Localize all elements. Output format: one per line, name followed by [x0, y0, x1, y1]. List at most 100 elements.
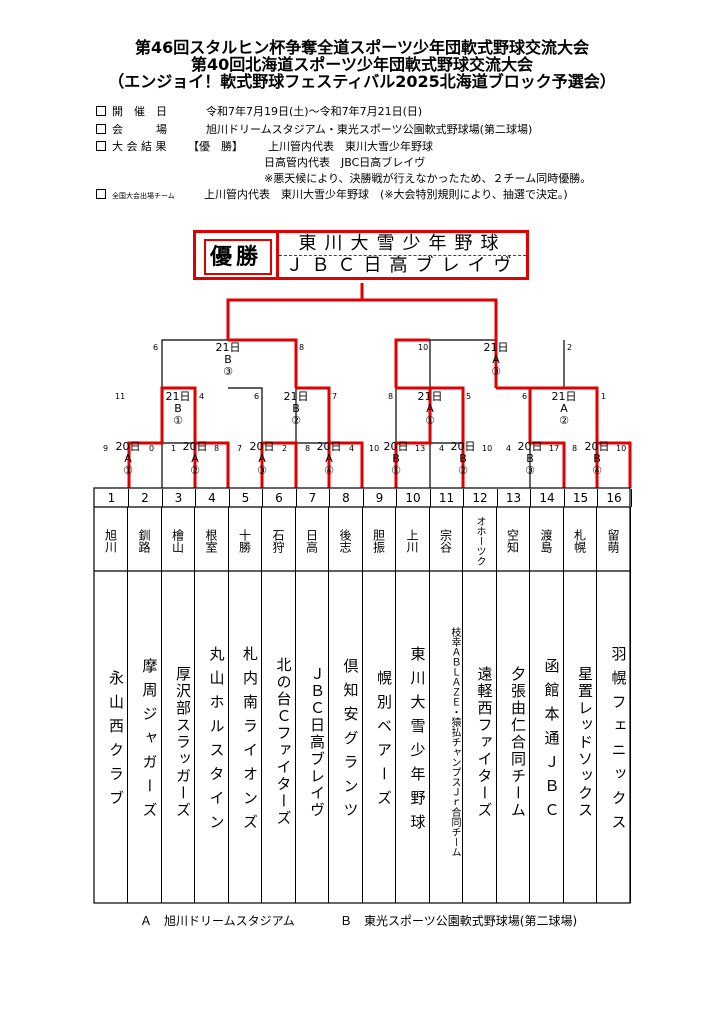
score-sf-right-r: 2 — [567, 343, 573, 352]
champion-box: 優勝 東川大雪少年野球 ＪＢＣ日高ブレイヴ — [193, 230, 529, 280]
champion-label-frame — [204, 239, 272, 275]
team-name: 北の台Ｃファイターズ — [263, 571, 296, 903]
champion-1: 上川管内代表 東川大雪少年野球 — [268, 140, 433, 153]
winner-path-team14 — [496, 386, 566, 488]
match-day: 21日 — [215, 341, 241, 354]
winner-path-team15 — [564, 386, 599, 488]
match-day: 21日 — [417, 390, 443, 403]
dates-value: 令和7年7月19日(土)～令和7年7月21日(日) — [206, 105, 423, 118]
match-field: A — [492, 353, 500, 366]
match-field: B — [292, 402, 300, 415]
match-field: B — [392, 452, 400, 465]
team-number: 1 — [95, 489, 129, 507]
team-region: 旭川 — [95, 507, 128, 571]
match-field: B — [224, 353, 232, 366]
team-number: 14 — [531, 489, 565, 507]
score-qf4-l: 6 — [522, 392, 528, 401]
team-name: 倶知安グランツ — [330, 571, 363, 903]
team-number: 16 — [598, 489, 632, 507]
info-result: 大 会 結 果 【優 勝】 上川管内代表 東川大雪少年野球 — [96, 138, 433, 154]
checkbox-icon — [96, 141, 106, 151]
team-region: 渡島 — [531, 507, 564, 571]
team-region: オホーツク — [464, 507, 497, 571]
team-number: 3 — [162, 489, 196, 507]
match-field: A — [325, 452, 333, 465]
match-game: ③ — [491, 365, 501, 378]
winner-path-final-right — [362, 298, 498, 340]
team-name: 札内南ライオンズ — [229, 571, 262, 903]
champion-separator — [279, 255, 526, 256]
match-game: ② — [559, 414, 569, 427]
match-game: ① — [391, 464, 401, 477]
champion-label: 優勝 — [196, 233, 279, 277]
weather-note: ※悪天候により、決勝戦が行えなかったため、２チーム同時優勝。 — [264, 172, 592, 185]
team-number: 11 — [430, 489, 464, 507]
match-game: ① — [123, 464, 133, 477]
team-number: 13 — [497, 489, 531, 507]
winner-path-sf-left — [228, 338, 298, 388]
team-number: 8 — [330, 489, 364, 507]
score-r1-8-l: 8 — [572, 444, 578, 453]
team-region: 根室 — [196, 507, 229, 571]
team-region: 札幌 — [564, 507, 597, 571]
match-sf-right: 21日 A ③ — [476, 342, 516, 378]
team-region: 留萌 — [598, 507, 631, 571]
info-venue: 会 場旭川ドリームスタジアム・東光スポーツ公園軟式野球場(第二球場) — [96, 121, 532, 137]
team-number: 9 — [363, 489, 397, 507]
score-r1-4-l: 8 — [305, 444, 311, 453]
match-sf-left: 21日 B ③ — [208, 342, 248, 378]
match-game: ③ — [223, 365, 233, 378]
match-field: B — [174, 402, 182, 415]
score-qf3-r: 5 — [466, 392, 472, 401]
score-r1-2-r: 8 — [214, 444, 220, 453]
winner-path-team7 — [296, 386, 331, 488]
score-qf4-r: 1 — [601, 392, 607, 401]
dates-label: 開 催 日 — [112, 105, 167, 118]
team-name: 永山西クラブ — [95, 571, 128, 903]
winner-path-r1-4 — [329, 441, 364, 488]
match-day: 20日 — [517, 440, 543, 453]
match-field: A — [426, 402, 434, 415]
info-dates: 開 催 日 令和7年7月19日(土)～令和7年7月21日(日) — [96, 103, 422, 119]
info-national: 全国大会出場チーム 上川管内代表 東川大雪少年野球 (※大会特別規則により、抽選で… — [96, 186, 568, 202]
match-field: A — [258, 452, 266, 465]
score-r1-3-r: 2 — [282, 444, 288, 453]
match-game: ③ — [525, 464, 535, 477]
match-day: 20日 — [584, 440, 610, 453]
champion-team-1: 東川大雪少年野球 — [298, 233, 507, 254]
match-game: ② — [190, 464, 200, 477]
team-name: 丸山ホルスタイン — [196, 571, 229, 903]
champion-label: 【優 勝】 — [188, 140, 243, 153]
match-field: B — [459, 452, 467, 465]
champion-2: 日高管内代表 JBC日高ブレイヴ — [264, 156, 426, 169]
team-region: 釧路 — [129, 507, 162, 571]
score-r1-5-r: 13 — [415, 444, 426, 453]
score-r1-4-r: 4 — [349, 444, 355, 453]
result-label: 大 会 結 果 — [112, 140, 167, 153]
team-name: 東川大雪少年野球 — [397, 571, 430, 903]
venue-value: 旭川ドリームスタジアム・東光スポーツ公園軟式野球場(第二球場) — [206, 123, 533, 136]
match-game: ① — [425, 414, 435, 427]
match-field: B — [593, 452, 601, 465]
match-day: 20日 — [115, 440, 141, 453]
team-name: 夕張由仁合同チーム — [497, 571, 530, 903]
match-field: B — [526, 452, 534, 465]
match-day: 21日 — [165, 390, 191, 403]
national-label: 全国大会出場チーム — [112, 192, 175, 200]
score-r1-2-l: 1 — [171, 444, 177, 453]
winner-path-r1-3 — [262, 441, 298, 488]
legend-field-b: Ｂ 東光スポーツ公園軟式野球場(第二球場) — [340, 914, 578, 928]
match-game: ④ — [324, 464, 334, 477]
score-qf1-r: 4 — [199, 392, 205, 401]
national-value: 上川管内代表 東川大雪少年野球 (※大会特別規則により、抽選で決定。) — [204, 188, 568, 201]
team-number: 4 — [196, 489, 230, 507]
team-region: 胆振 — [363, 507, 396, 571]
match-field: A — [191, 452, 199, 465]
